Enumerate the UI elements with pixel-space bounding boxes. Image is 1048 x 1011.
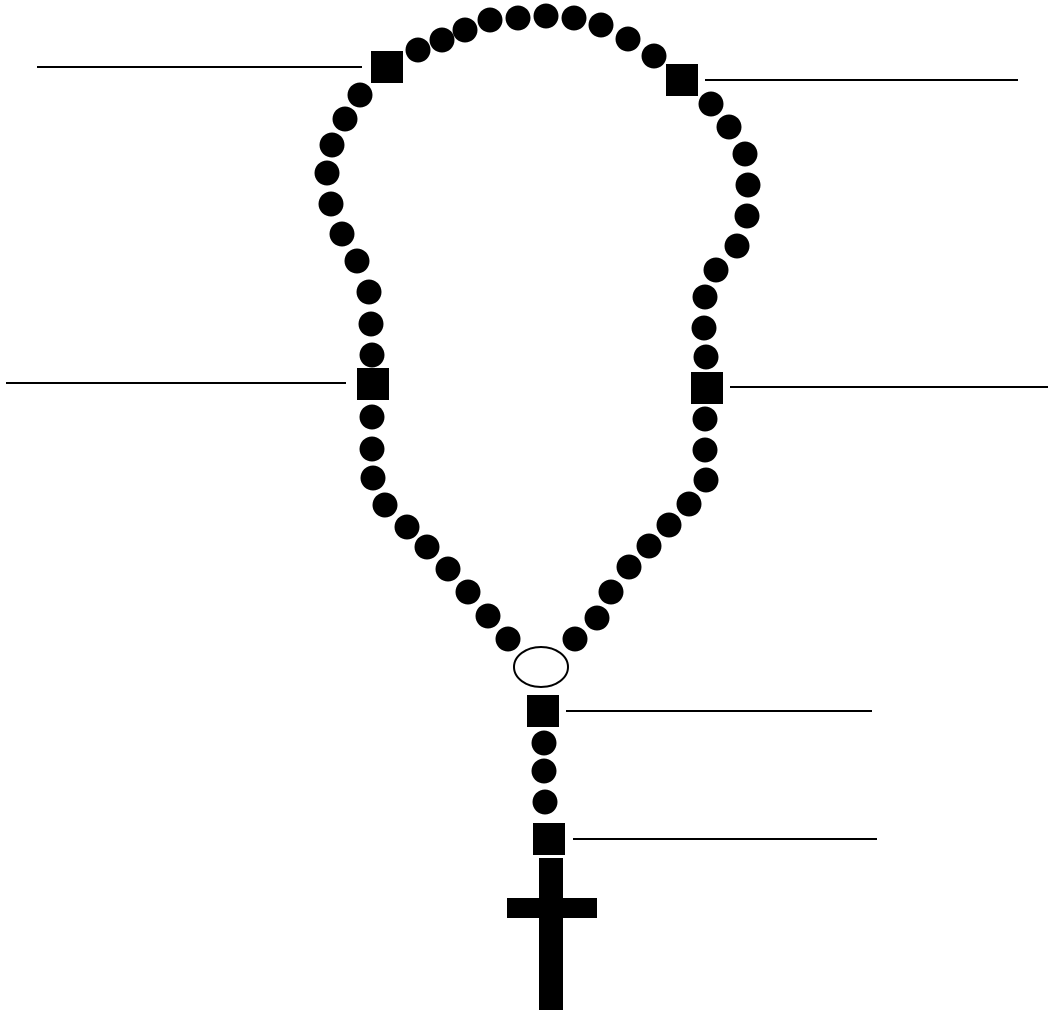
round-bead	[320, 133, 345, 158]
round-bead	[361, 466, 386, 491]
round-bead	[699, 92, 724, 117]
round-bead	[617, 555, 642, 580]
round-bead	[599, 580, 624, 605]
cross-vertical-bar	[539, 858, 563, 1010]
square-bead-pendant-upper	[527, 695, 559, 727]
round-bead	[478, 8, 503, 33]
square-bead-top-left	[371, 51, 403, 83]
round-bead	[360, 343, 385, 368]
round-bead	[532, 759, 557, 784]
round-bead	[333, 107, 358, 132]
round-bead	[562, 6, 587, 31]
centerpiece-medal	[514, 647, 568, 687]
round-bead	[359, 312, 384, 337]
round-bead	[704, 258, 729, 283]
round-bead	[357, 280, 382, 305]
round-bead	[456, 580, 481, 605]
round-bead	[637, 534, 662, 559]
round-bead	[642, 44, 667, 69]
round-bead	[453, 18, 478, 43]
round-bead	[563, 627, 588, 652]
round-bead	[395, 515, 420, 540]
round-bead	[360, 437, 385, 462]
loop-square-beads	[357, 51, 723, 404]
round-bead	[430, 28, 455, 53]
round-bead	[693, 285, 718, 310]
round-bead	[415, 535, 440, 560]
cross-icon	[507, 858, 597, 1010]
round-bead	[677, 492, 702, 517]
square-bead-middle-right	[691, 372, 723, 404]
round-bead	[589, 13, 614, 38]
square-bead-middle-left	[357, 368, 389, 400]
round-bead	[693, 438, 718, 463]
cross-horizontal-bar	[507, 898, 597, 918]
round-bead	[476, 604, 501, 629]
round-bead	[496, 627, 521, 652]
round-bead	[616, 27, 641, 52]
round-bead	[693, 407, 718, 432]
round-bead	[348, 83, 373, 108]
round-bead	[736, 173, 761, 198]
round-bead	[692, 316, 717, 341]
round-bead	[735, 204, 760, 229]
round-bead	[657, 513, 682, 538]
round-bead	[585, 606, 610, 631]
round-bead	[533, 790, 558, 815]
round-bead	[694, 468, 719, 493]
round-bead	[694, 345, 719, 370]
round-bead	[345, 249, 370, 274]
round-bead	[319, 192, 344, 217]
square-bead-pendant-lower	[533, 823, 565, 855]
pendant	[527, 695, 565, 855]
round-bead	[717, 115, 742, 140]
square-bead-top-right	[666, 64, 698, 96]
round-bead	[506, 6, 531, 31]
round-bead	[436, 557, 461, 582]
decade-beads	[315, 4, 761, 652]
round-bead	[360, 405, 385, 430]
round-bead	[532, 731, 557, 756]
round-bead	[330, 222, 355, 247]
round-bead	[373, 493, 398, 518]
round-bead	[315, 161, 340, 186]
round-bead	[733, 142, 758, 167]
round-bead	[406, 38, 431, 63]
round-bead	[534, 4, 559, 29]
round-bead	[725, 234, 750, 259]
